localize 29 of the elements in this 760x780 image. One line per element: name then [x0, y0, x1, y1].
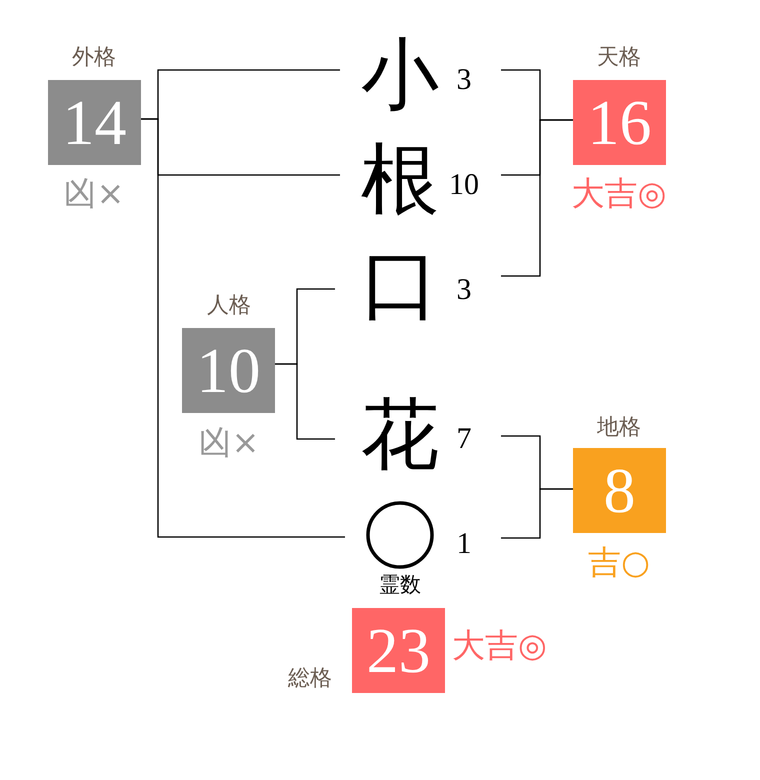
name-character: 根 [361, 141, 439, 219]
stroke-count: 1 [456, 529, 472, 559]
stroke-count: 10 [449, 170, 479, 200]
bracket-line [275, 363, 335, 440]
number-tile: 16 [573, 80, 666, 165]
bracket-line [501, 119, 573, 277]
name-character: 口 [361, 246, 439, 324]
stroke-count: 3 [456, 275, 472, 305]
category-label: 地格 [597, 417, 641, 439]
number-tile: 10 [182, 328, 275, 413]
verdict-label: 大吉◎ [572, 176, 666, 210]
verdict-label: 凶× [64, 176, 124, 210]
stroke-count: 7 [456, 424, 472, 454]
name-character: 小 [361, 36, 439, 114]
category-label: 人格 [207, 295, 251, 317]
bracket-line [501, 488, 573, 539]
verdict-label: 大吉◎ [452, 628, 547, 662]
category-label: 総格 [288, 668, 332, 690]
category-label: 外格 [72, 47, 116, 69]
caption-label: 霊数 [379, 574, 421, 596]
category-label: 天格 [597, 47, 641, 69]
verdict-label: 凶× [198, 426, 260, 458]
number-tile: 14 [48, 80, 141, 165]
stroke-count: 3 [456, 65, 472, 95]
number-tile: 8 [573, 448, 666, 533]
bracket-line [141, 118, 345, 538]
name-character: 花 [361, 396, 439, 474]
number-tile: 23 [352, 608, 445, 693]
verdict-label: 吉○ [588, 546, 650, 578]
